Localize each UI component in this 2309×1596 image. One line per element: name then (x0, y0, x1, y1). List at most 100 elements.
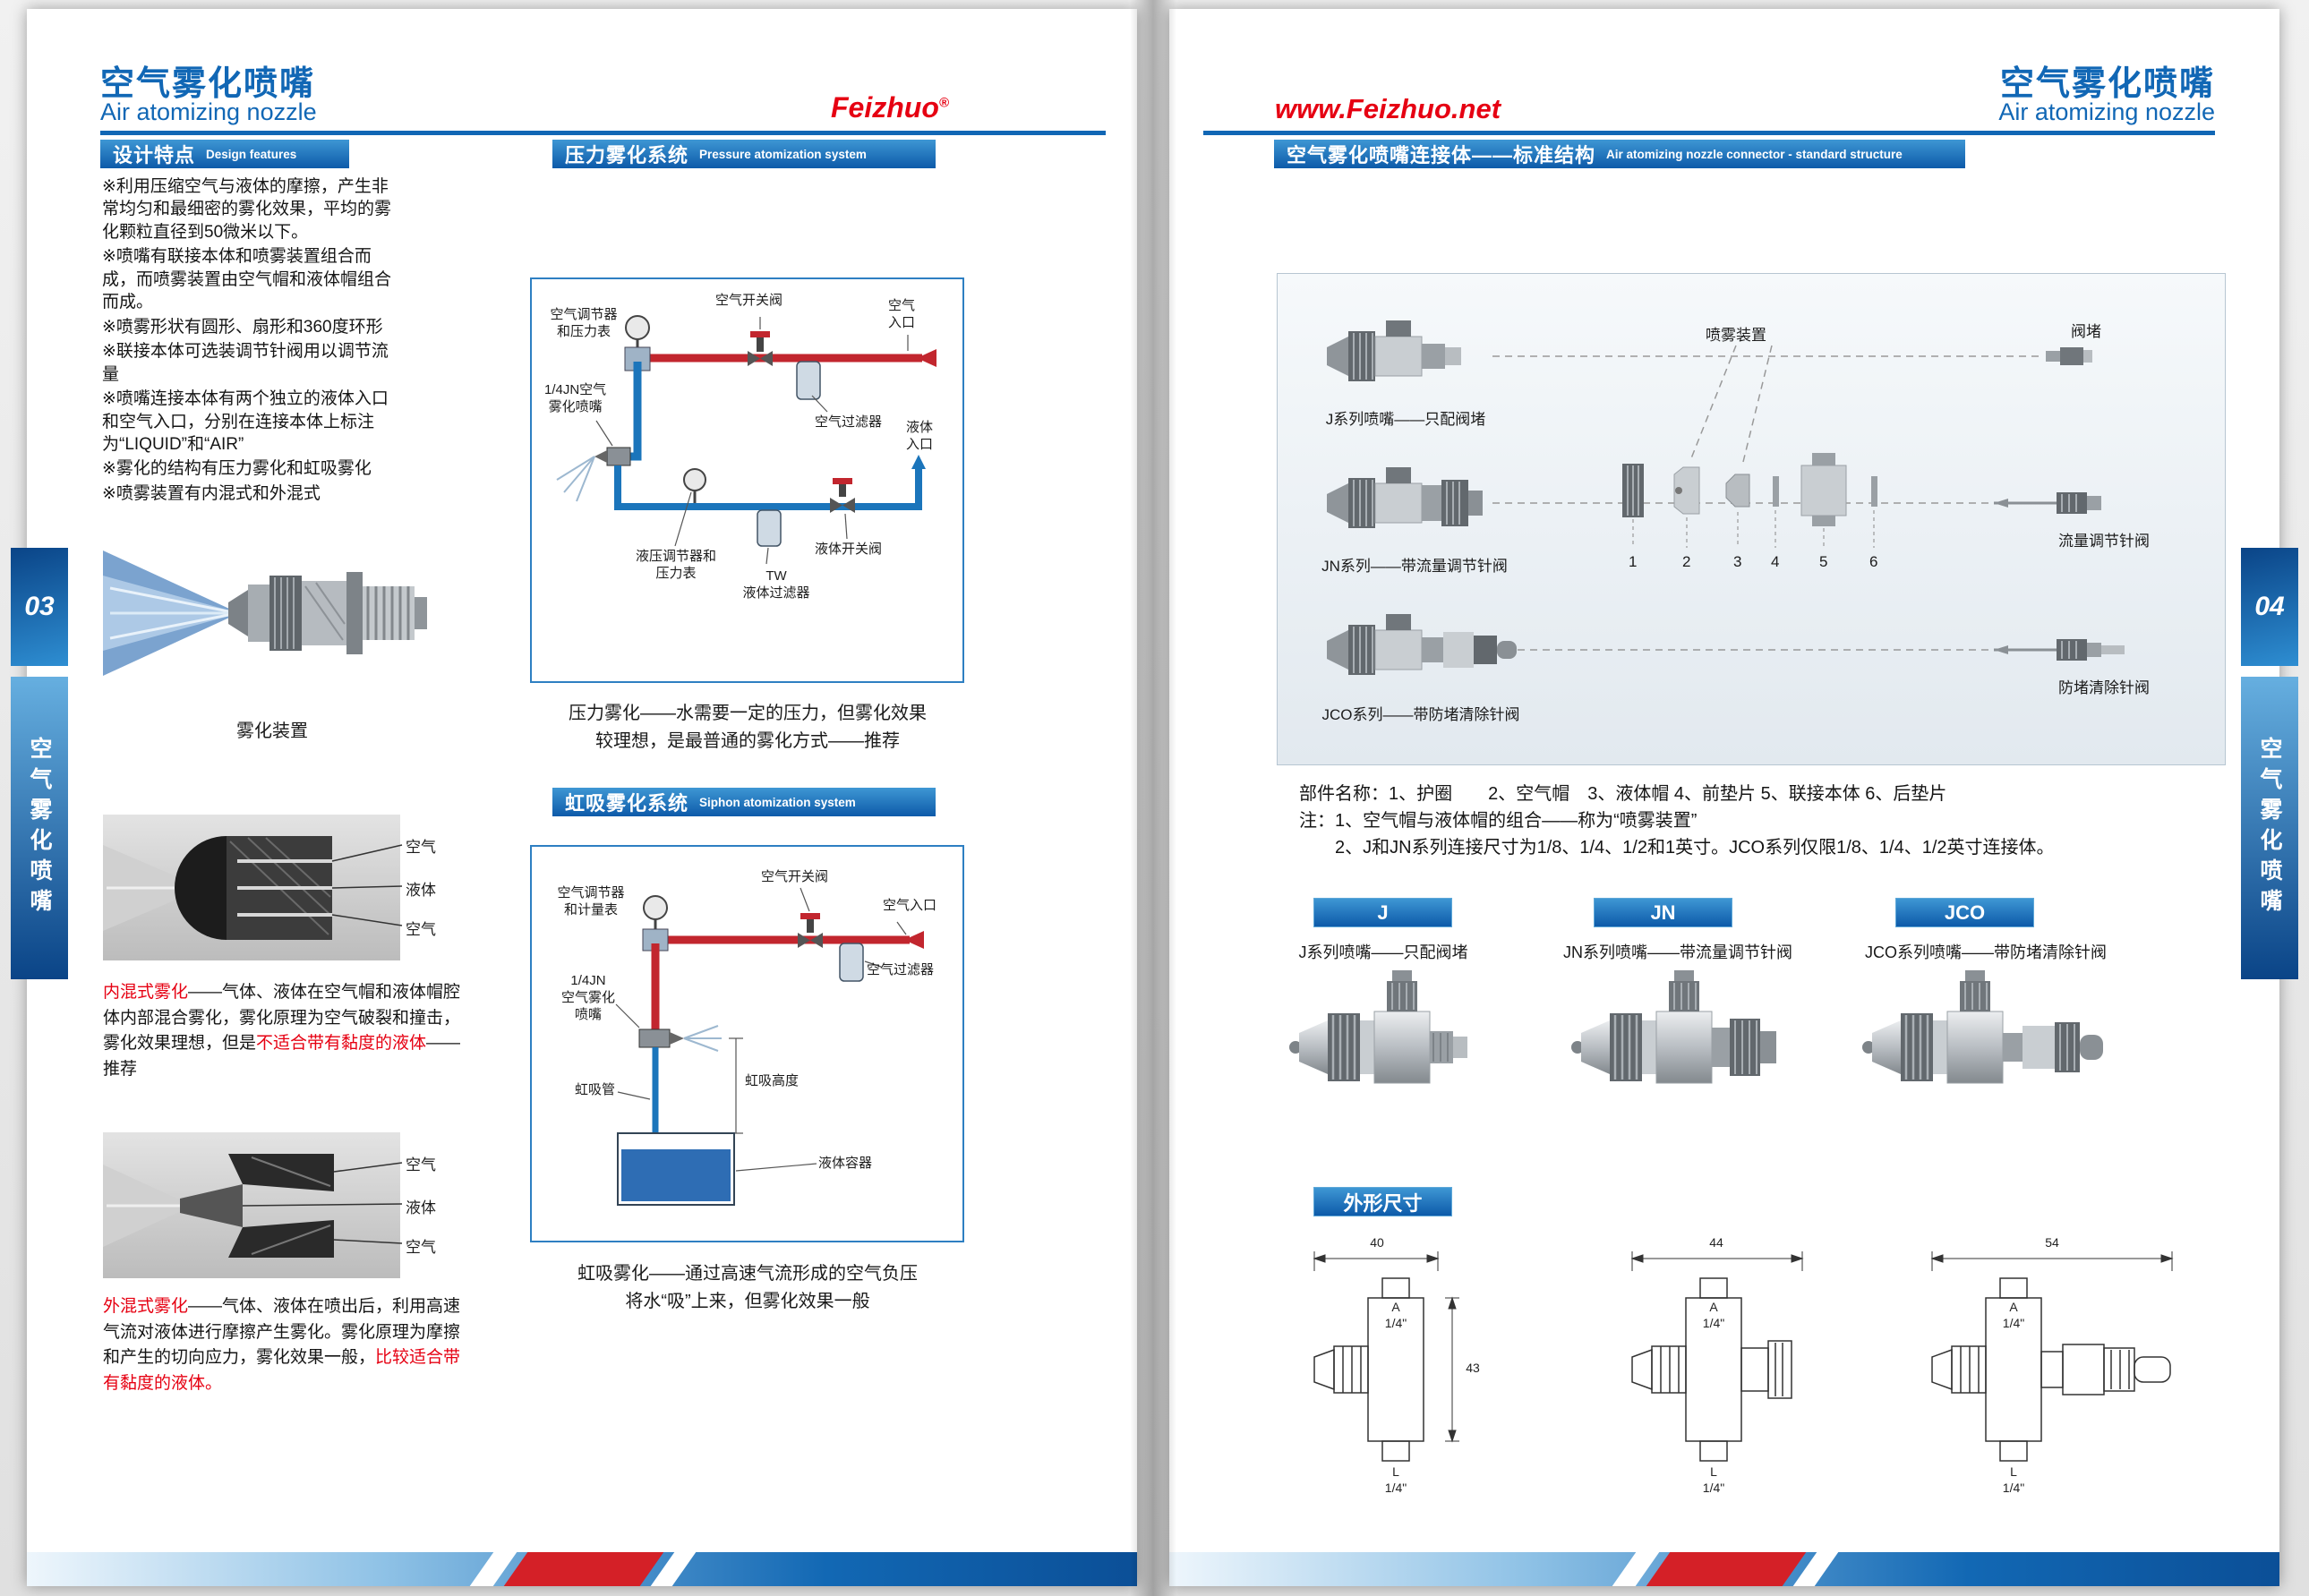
part-number: 1 (1629, 553, 1638, 570)
l-dimension: L (1392, 1464, 1399, 1479)
website-url: www.Feizhuo.net (1275, 93, 1501, 124)
atomizer-caption: 雾化装置 (236, 721, 308, 741)
tab-jn-series: JN (1594, 898, 1732, 927)
l-dimension: L (1710, 1464, 1717, 1479)
jn-product-caption: JN系列喷嘴——带流量调节针阀 (1563, 943, 1792, 961)
jco-product-photo (1845, 965, 2150, 1122)
j-dimension-drawing: 40 A 1/4" 43 L 1/4" (1259, 1233, 1554, 1502)
siphon-tube-label: 虹吸管 (575, 1082, 616, 1097)
section-dimensions: 外形尺寸 (1313, 1187, 1452, 1216)
valve-plug-label: 阀堵 (2071, 323, 2101, 340)
section-connector-structure: 空气雾化喷嘴连接体——标准结构 Air atomizing nozzle con… (1274, 140, 1965, 168)
section-title-cn: 压力雾化系统 (565, 144, 689, 166)
feature-item: ※喷雾形状有圆形、扇形和360度环形 (102, 317, 383, 337)
part-number: 6 (1869, 553, 1878, 570)
air-filter-label: 空气过滤器 (815, 414, 883, 430)
connector-exploded-diagram: J系列喷嘴——只配阀堵 JN系列——带流量调节针阀 JCO系列——带防堵清除针阀… (1277, 273, 2226, 765)
l-dimension: L (2010, 1464, 2017, 1479)
section-siphon-system: 虹吸雾化系统 Siphon atomization system (552, 788, 936, 816)
header-rule (1203, 131, 2215, 135)
side-tab-left: 空气雾化喷嘴 (11, 677, 68, 979)
part-number: 3 (1733, 553, 1742, 570)
section-pressure-system: 压力雾化系统 Pressure atomization system (552, 140, 936, 168)
air-label: 空气 (406, 921, 436, 938)
pressure-caption: 压力雾化——水需要一定的压力，但雾化效果 较理想，是最普通的雾化方式——推荐 (533, 700, 962, 755)
jco-dimension-drawing: 54 A 1/4" L 1/4" (1877, 1233, 2253, 1502)
tab-j-series: J (1313, 898, 1452, 927)
anticlog-needle-label: 防堵清除针阀 (2058, 679, 2150, 696)
internal-mix-red: 不适合带有黏度的液体 (256, 1034, 427, 1053)
feature-item: ※雾化的结构有压力雾化和虹吸雾化 (102, 459, 372, 479)
air-inlet-label: 空气 入口 (888, 298, 916, 331)
siphon-caption: 虹吸雾化——通过高速气流形成的空气负压 将水“吸”上来，但雾化效果一般 (533, 1260, 962, 1316)
width-dimension: 44 (1709, 1235, 1723, 1250)
section-title-en: Pressure atomization system (699, 147, 867, 161)
l-size: 1/4" (1384, 1481, 1407, 1495)
liquid-inlet-label: 液体 入口 (906, 420, 934, 453)
a-size: 1/4" (2002, 1316, 2025, 1330)
air-filter-label: 空气过滤器 (867, 962, 935, 977)
brand-logo: Feizhuo® (831, 91, 949, 124)
spray-device-label: 喷雾装置 (1706, 327, 1766, 344)
section-title-cn: 虹吸雾化系统 (565, 792, 689, 815)
a-dimension: A (1391, 1300, 1400, 1314)
j-product-photo (1272, 965, 1523, 1122)
internal-mix-illustration (103, 815, 403, 960)
feature-item: ※喷嘴有联接本体和喷雾装置组合而成，而喷雾装置由空气帽和液体帽组合而成。 (102, 247, 392, 312)
page-right: 空气雾化喷嘴 Air atomizing nozzle www.Feizhuo.… (1169, 9, 2279, 1586)
external-mix-illustration (103, 1132, 403, 1278)
internal-mix-paragraph: 内混式雾化——气体、液体在空气帽和液体帽腔体内部混合雾化，雾化原理为空气破裂和撞… (103, 980, 463, 1082)
page-number-right: 04 (2241, 548, 2298, 666)
tab-jco-series: JCO (1895, 898, 2034, 927)
a-size: 1/4" (1702, 1316, 1725, 1330)
section-title-cn: 设计特点 (113, 144, 196, 166)
pressure-caption-line2: 较理想，是最普通的雾化方式——推荐 (595, 731, 900, 751)
siphon-piping-drawing (615, 887, 924, 1206)
siphon-system-diagram: 空气开关阀 空气入口 空气调节器 和计量表 空气过滤器 1/4JN 空气雾化 喷… (530, 845, 964, 1242)
liquid-valve-label: 液体开关阀 (815, 542, 883, 557)
internal-mix-tail: ——推荐 (103, 1034, 461, 1079)
liquid-label: 液体 (406, 1199, 436, 1216)
connector-drawing (1327, 320, 2125, 675)
liquid-filter-label: TW 液体过滤器 (742, 568, 810, 602)
design-feature-list: ※利用压缩空气与液体的摩擦，产生非常均匀和最细密的雾化效果，平均的雾化颗粒直径到… (102, 175, 399, 507)
connector-notes: 部件名称：1、护圈 2、空气帽 3、液体帽 4、前垫片 5、联接本体 6、后垫片… (1299, 781, 2055, 861)
external-mix-text: ——气体、液体在喷出后，利用高速气流对液体进行摩擦产生雾化。雾化原理为摩擦和产生… (103, 1297, 461, 1367)
air-label: 空气 (406, 1239, 436, 1256)
part-number: 2 (1682, 553, 1691, 570)
page-left: 空气雾化喷嘴 Air atomizing nozzle Feizhuo® 设计特… (27, 9, 1137, 1586)
page-subtitle: Air atomizing nozzle (100, 98, 317, 125)
pressure-caption-line1: 压力雾化——水需要一定的压力，但雾化效果 (569, 704, 927, 723)
siphon-height-label: 虹吸高度 (745, 1073, 800, 1088)
siphon-caption-line1: 虹吸雾化——通过高速气流形成的空气负压 (577, 1264, 918, 1284)
liquid-regulator-label: 液压调节器和 压力表 (635, 549, 716, 582)
external-mix-lead: 外混式雾化 (103, 1297, 189, 1316)
note-part-names: 部件名称：1、护圈 2、空气帽 3、液体帽 4、前垫片 5、联接本体 6、后垫片 (1299, 784, 1947, 804)
note-2: 2、J和JN系列连接尺寸为1/8、1/4、1/2和1英寸。JCO系列仅限1/8、… (1335, 838, 2055, 858)
nozzle-label: 1/4JN空气 雾化喷嘴 (544, 382, 607, 415)
width-dimension: 40 (1370, 1235, 1384, 1250)
part-number: 5 (1819, 553, 1828, 570)
air-regulator-label: 空气调节器 和压力表 (550, 307, 618, 340)
page-number-left: 03 (11, 548, 68, 666)
feature-item: ※喷嘴连接本体有两个独立的液体入口和空气入口，分别在连接本体上标注为“LIQUI… (102, 389, 389, 454)
j-series-label: J系列喷嘴——只配阀堵 (1325, 411, 1486, 428)
height-dimension: 43 (1466, 1361, 1480, 1375)
section-title-en: Air atomizing nozzle connector - standar… (1606, 147, 1903, 161)
air-valve-label: 空气开关阀 (715, 293, 783, 308)
liquid-container-label: 液体容器 (818, 1156, 873, 1171)
part-number: 4 (1771, 553, 1780, 570)
air-regulator-label: 空气调节器 和计量表 (557, 885, 625, 918)
feature-item: ※联接本体可选装调节针阀用以调节流量 (102, 342, 389, 384)
footer-band (27, 1552, 1137, 1586)
external-mix-red: 比较适合带有黏度的液体。 (103, 1348, 461, 1393)
page-title: 空气雾化喷嘴 (100, 65, 316, 103)
pressure-system-diagram: 空气调节器 和压力表 空气开关阀 空气 入口 空气过滤器 1/4JN空气 雾化喷… (530, 277, 964, 683)
footer-stripe-red (1638, 1552, 1814, 1586)
external-mix-paragraph: 外混式雾化——气体、液体在喷出后，利用高速气流对液体进行摩擦产生雾化。雾化原理为… (103, 1294, 463, 1396)
air-valve-label: 空气开关阀 (761, 869, 829, 884)
internal-mix-figure: 空气 液体 空气 (103, 815, 457, 960)
j-product-caption: J系列喷嘴——只配阀堵 (1298, 943, 1468, 961)
liquid-label: 液体 (406, 882, 436, 899)
